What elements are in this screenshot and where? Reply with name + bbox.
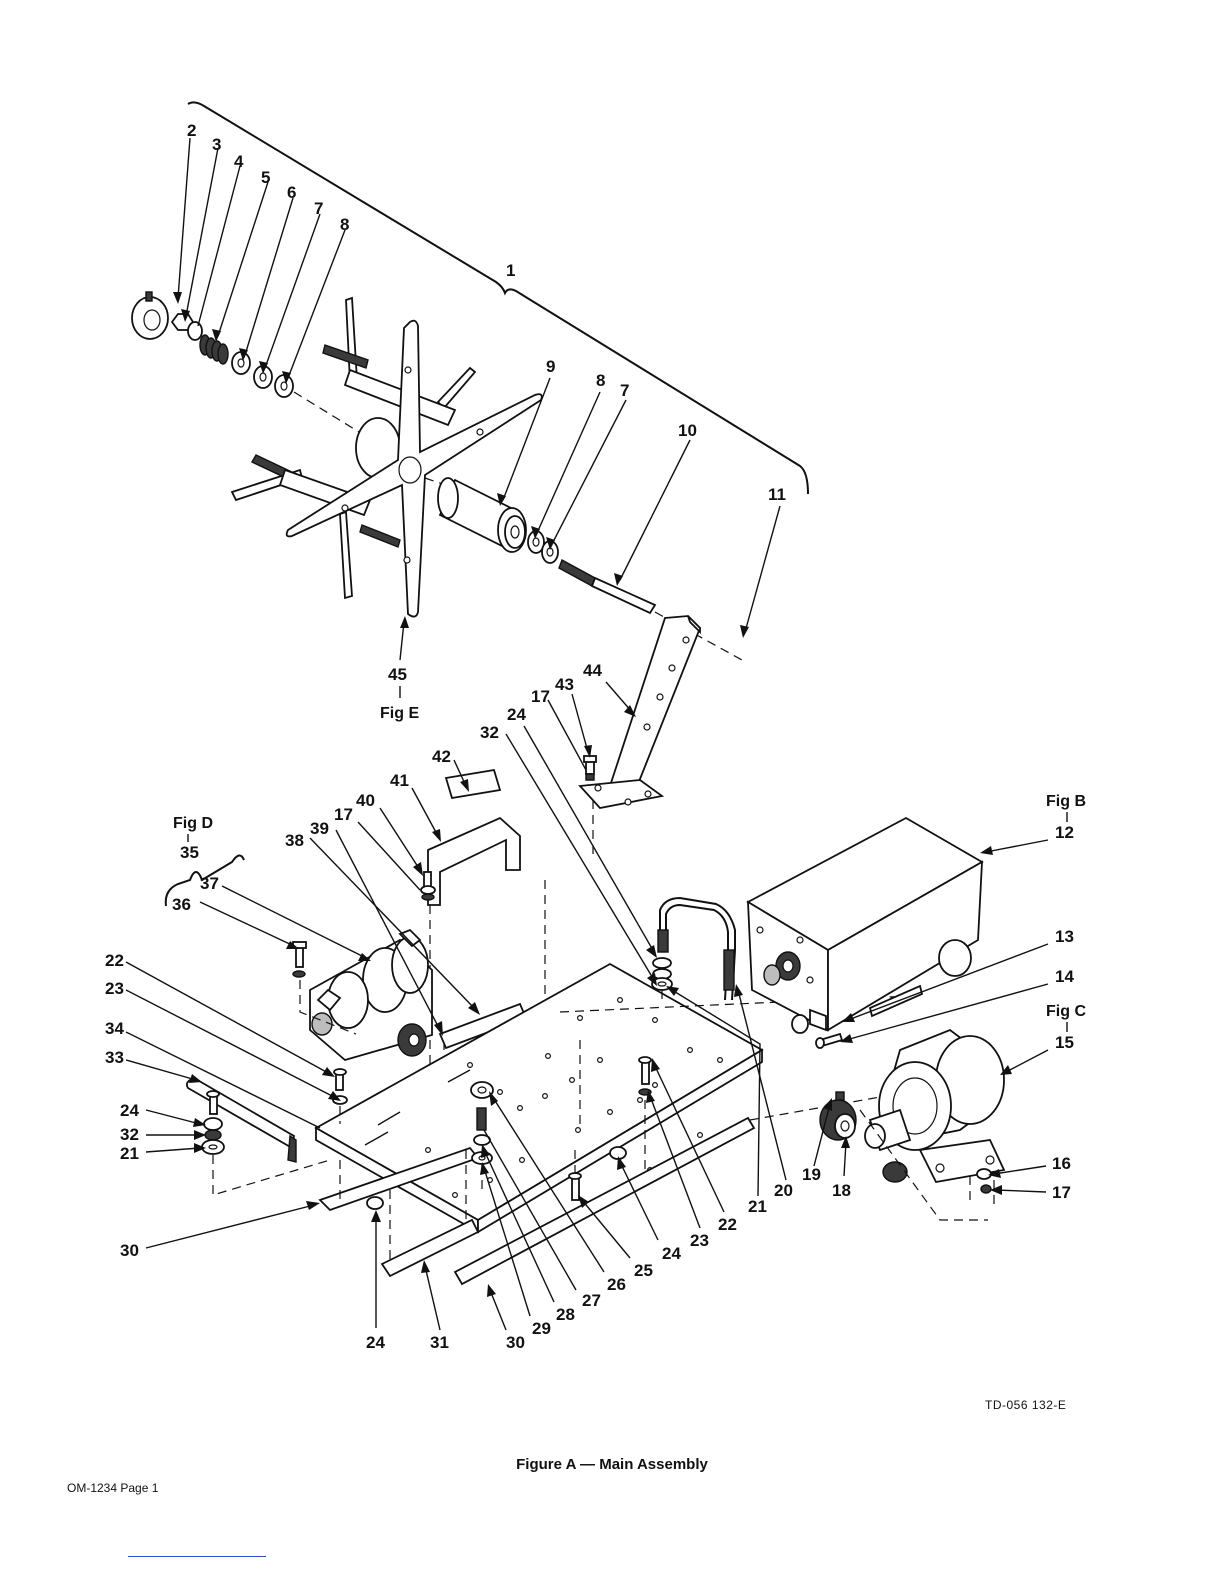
drive-roll-assembly — [310, 930, 432, 1060]
callout-9: 9 — [546, 357, 555, 376]
callout-15: 15 — [1055, 1033, 1074, 1052]
callout-18: 18 — [832, 1181, 851, 1200]
callout-24-left: 24 — [120, 1101, 139, 1120]
fig-c-ref: Fig C — [1046, 1003, 1086, 1020]
callout-41: 41 — [390, 771, 409, 790]
callout-17-top: 17 — [531, 687, 550, 706]
washer-part — [188, 322, 202, 340]
callout-24-top: 24 — [507, 705, 526, 724]
callout-43: 43 — [555, 675, 574, 694]
callout-7-lower: 7 — [620, 381, 629, 400]
callout-39: 39 — [310, 819, 329, 838]
callout-16: 16 — [1052, 1154, 1071, 1173]
callout-37: 37 — [200, 874, 219, 893]
callout-28: 28 — [556, 1305, 575, 1324]
spindle-tube-part — [438, 478, 526, 552]
callout-24-bottom: 24 — [366, 1333, 385, 1352]
callout-21-left: 21 — [120, 1144, 139, 1163]
callout-31: 31 — [430, 1333, 449, 1352]
callout-26: 26 — [607, 1275, 626, 1294]
control-box-part — [748, 818, 982, 1033]
page-label: OM-1234 Page 1 — [67, 1481, 158, 1495]
callout-3: 3 — [212, 135, 221, 154]
callout-34: 34 — [105, 1019, 124, 1038]
callout-11: 11 — [768, 485, 786, 504]
callout-40: 40 — [356, 791, 375, 810]
callout-32-left: 32 — [120, 1125, 139, 1144]
callout-10: 10 — [678, 421, 697, 440]
lockwasher-17 — [981, 1185, 991, 1193]
callout-45: 45 — [388, 665, 407, 684]
callout-30-left: 30 — [120, 1241, 139, 1260]
callout-44: 44 — [583, 661, 602, 680]
callout-4: 4 — [234, 152, 244, 171]
callout-35: 35 — [180, 843, 199, 862]
callout-17-mid: 17 — [334, 805, 353, 824]
callout-22-left: 22 — [105, 951, 124, 970]
callout-23-left: 23 — [105, 979, 124, 998]
lockwasher-32 — [653, 958, 671, 968]
label-plate-42 — [446, 770, 500, 798]
collar-screw-icon — [146, 292, 152, 301]
screw-14 — [816, 1034, 842, 1048]
cover-bracket-part — [428, 770, 520, 905]
drawing-number: TD-056 132-E — [985, 1398, 1066, 1412]
callout-6: 6 — [287, 183, 296, 202]
fig-b-ref: Fig B — [1046, 793, 1086, 810]
callout-42: 42 — [432, 747, 451, 766]
callout-25: 25 — [634, 1261, 653, 1280]
callout-5: 5 — [261, 168, 270, 187]
callout-1: 1 — [506, 261, 515, 280]
callout-38: 38 — [285, 831, 304, 850]
callout-23-center: 23 — [690, 1231, 709, 1250]
callout-20: 20 — [774, 1181, 793, 1200]
callout-22-center: 22 — [718, 1215, 737, 1234]
spindle-shaft-part — [559, 560, 742, 660]
callout-33: 33 — [105, 1048, 124, 1067]
assembly-bracket-1 — [188, 102, 808, 494]
washer-16 — [977, 1169, 991, 1179]
callout-17-right: 17 — [1052, 1183, 1071, 1202]
callout-29: 29 — [532, 1319, 551, 1338]
fig-e-ref: Fig E — [380, 705, 419, 722]
callout-21-center: 21 — [748, 1197, 767, 1216]
spool-reel-part — [232, 298, 542, 617]
callout-27: 27 — [582, 1291, 601, 1310]
key-19 — [836, 1092, 844, 1100]
callout-36: 36 — [172, 895, 191, 914]
callout-32-top: 32 — [480, 723, 499, 742]
callout-12: 12 — [1055, 823, 1074, 842]
hub-hardware-stack — [132, 292, 372, 440]
callout-13: 13 — [1055, 927, 1074, 946]
motor-part — [865, 1030, 1004, 1182]
footer-rule — [128, 1556, 266, 1557]
callout-7: 7 — [314, 199, 323, 218]
callout-30-bottom: 30 — [506, 1333, 525, 1352]
fig-d-ref: Fig D — [173, 815, 213, 832]
callout-19: 19 — [802, 1165, 821, 1184]
figure-caption: Figure A — Main Assembly — [0, 1456, 1224, 1473]
nut-24-bottom — [367, 1197, 383, 1209]
spring-part — [200, 335, 228, 364]
callout-14: 14 — [1055, 967, 1074, 986]
callout-8-lower: 8 — [596, 371, 605, 390]
callout-2: 2 — [187, 121, 196, 140]
callout-8: 8 — [340, 215, 349, 234]
bolt-43 — [584, 756, 596, 780]
callout-24-center: 24 — [662, 1244, 681, 1263]
